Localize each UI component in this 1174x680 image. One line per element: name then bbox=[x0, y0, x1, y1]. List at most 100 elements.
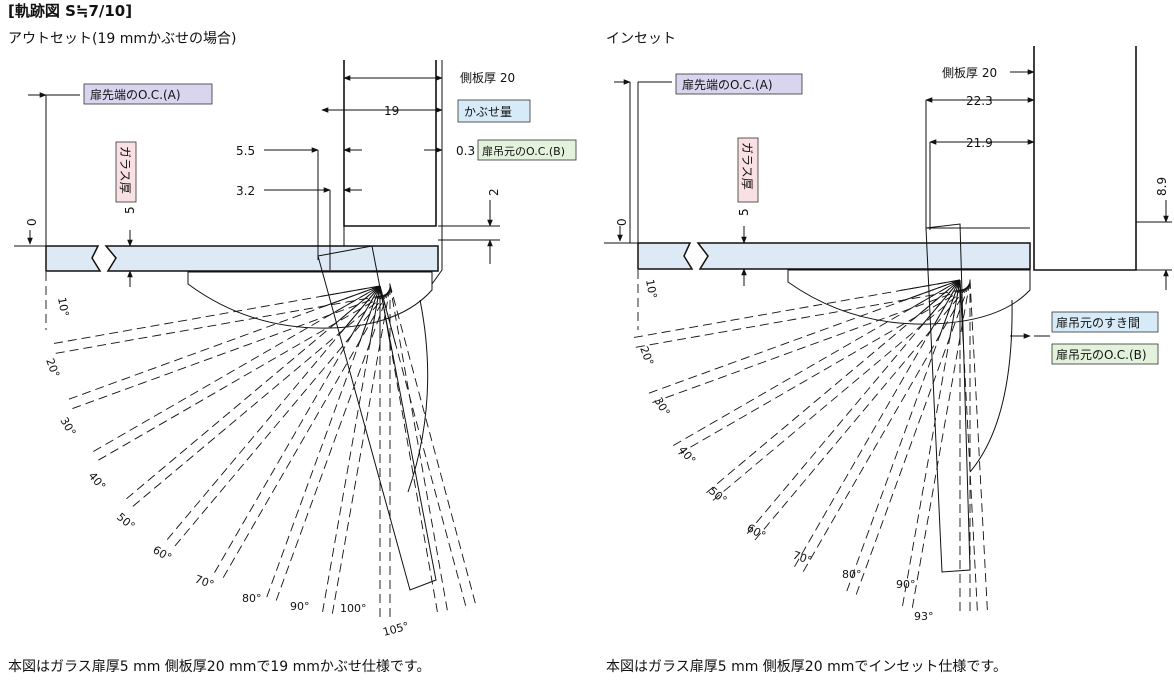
right-angle-40: 40° bbox=[676, 444, 698, 467]
left-side-panel-label: 側板厚 20 bbox=[460, 71, 515, 85]
left-sweeps-hub-10 bbox=[379, 285, 396, 345]
right-subtitle: インセット bbox=[606, 31, 676, 47]
left-angle-40: 40° bbox=[86, 470, 108, 493]
left-sweeps-line-b-10 bbox=[389, 283, 478, 609]
left-door-arc bbox=[407, 299, 429, 493]
right-open-door-outline bbox=[925, 223, 971, 573]
right-angle-90: 90° bbox=[896, 578, 916, 591]
left-sweeps-hub-4 bbox=[341, 285, 381, 333]
right-door-base-oc-label: 扉吊元のO.C.(B) bbox=[1056, 348, 1147, 362]
left-outset-diagram bbox=[14, 60, 500, 622]
left-dim-19: 19 bbox=[384, 104, 399, 118]
right-sweeps-hub-2 bbox=[907, 279, 961, 311]
right-door-tip-oc-box bbox=[675, 73, 803, 95]
right-angle-93: 93° bbox=[914, 610, 934, 623]
right-sweeps-hub-3 bbox=[913, 279, 961, 319]
right-glass-door-a bbox=[637, 242, 694, 270]
right-glass-thickness-label: ガラス厚 bbox=[740, 142, 754, 190]
left-door-base-oc-label: 扉吊元のO.C.(B) bbox=[482, 145, 565, 158]
right-sweeps-hub-7 bbox=[949, 279, 961, 340]
left-open-door-outline bbox=[317, 245, 437, 591]
right-door-base-oc-box bbox=[1051, 343, 1159, 365]
right-sweeps-hub-5 bbox=[929, 279, 961, 333]
left-angle-100: 100° bbox=[340, 602, 367, 615]
left-door-base-oc-box bbox=[477, 139, 577, 161]
left-sweeps-hub-2 bbox=[327, 285, 381, 317]
left-sweeps-hub-0 bbox=[320, 285, 381, 297]
right-sweeps-line-b-4 bbox=[752, 286, 969, 543]
left-angle-30: 30° bbox=[57, 415, 78, 438]
diagram-header: [軌跡図 S≒7/10] bbox=[8, 2, 133, 20]
right-dim-5: 5 bbox=[737, 208, 751, 216]
left-angle-labels: 10° 20° 30° 40° 50° 60° 70° 80° 90° 100°… bbox=[43, 296, 410, 639]
right-dim-21-9: 21.9 bbox=[966, 136, 993, 150]
right-sweeps-hub-6 bbox=[939, 279, 961, 337]
left-dim-3-2: 3.2 bbox=[236, 184, 255, 198]
right-sweeps-line-b-1 bbox=[649, 288, 964, 405]
left-sweeps-hub-3 bbox=[333, 285, 381, 325]
right-hinge-cup bbox=[787, 269, 1031, 325]
left-angle-70: 70° bbox=[193, 573, 216, 592]
left-dim-0-3: 0.3 bbox=[456, 144, 475, 158]
left-glass-door-a bbox=[45, 245, 102, 272]
right-dim-8-9: 8.9 bbox=[1155, 177, 1169, 196]
left-angle-10: 10° bbox=[55, 296, 71, 317]
left-sweeps-line-b-9 bbox=[389, 284, 449, 616]
right-footnote: 本図はガラス扉厚5 mm 側板厚20 mmでインセット仕様です。 bbox=[606, 659, 1007, 675]
left-sweeps-hub-5 bbox=[349, 285, 381, 339]
left-sweeps-line-b-1 bbox=[67, 294, 384, 411]
right-sweeps-line-b-9 bbox=[969, 279, 988, 614]
right-angle-30: 30° bbox=[651, 395, 672, 418]
right-angle-10: 10° bbox=[643, 278, 659, 299]
right-glass-door-b bbox=[696, 242, 1031, 270]
left-door-sweep-lines bbox=[49, 283, 478, 622]
left-dim-2: 2 bbox=[487, 188, 501, 196]
right-angle-50: 50° bbox=[706, 484, 729, 506]
left-door-tip-oc-label: 扉先端のO.C.(A) bbox=[90, 88, 181, 102]
right-sweeps-line-b-2 bbox=[675, 288, 966, 457]
right-angle-60: 60° bbox=[745, 521, 768, 542]
right-side-panel bbox=[1033, 46, 1137, 271]
left-dim-0: 0 bbox=[25, 218, 39, 226]
right-door-arc bbox=[969, 299, 1013, 473]
left-sweeps-hub-1 bbox=[323, 285, 381, 307]
left-sweeps-line-b-3 bbox=[128, 293, 387, 510]
right-dim-0: 0 bbox=[615, 218, 629, 226]
left-glass-door-b bbox=[104, 245, 439, 272]
left-footnote: 本図はガラス扉厚5 mm 側板厚20 mmで19 mmかぶせ仕様です。 bbox=[8, 659, 431, 675]
right-angle-80: 80° bbox=[842, 568, 862, 581]
left-sweeps-hub-7 bbox=[369, 285, 381, 346]
left-sweeps-line-b-2 bbox=[93, 294, 386, 464]
right-door-tip-oc-label: 扉先端のO.C.(A) bbox=[682, 78, 773, 92]
right-angle-labels: 10° 20° 30° 40° 50° 60° 70° 80° 90° 93° bbox=[637, 278, 933, 623]
right-door-base-gap-label: 扉吊元のすき間 bbox=[1056, 316, 1140, 330]
left-hinge-cup bbox=[187, 271, 433, 329]
left-angle-60: 60° bbox=[151, 543, 174, 564]
left-overlay-badge-box bbox=[457, 99, 531, 123]
right-sweeps-line-b-7 bbox=[911, 281, 971, 611]
left-panel-edge bbox=[431, 60, 443, 285]
right-door-base-gap-box bbox=[1051, 311, 1159, 333]
left-angle-105: 105° bbox=[381, 619, 410, 638]
left-sweeps-line-b-4 bbox=[171, 292, 389, 551]
right-glass-thickness-box bbox=[737, 137, 759, 203]
left-glass-thickness-box bbox=[115, 141, 137, 203]
left-dim-5-5: 5.5 bbox=[236, 144, 255, 158]
left-door-tip-oc-box bbox=[83, 83, 213, 105]
right-angle-20: 20° bbox=[637, 345, 656, 368]
left-angle-90: 90° bbox=[290, 600, 310, 613]
left-overlay-badge: かぶせ量 bbox=[464, 105, 512, 119]
right-inset-diagram bbox=[604, 46, 1172, 614]
right-side-panel-label: 側板厚 20 bbox=[942, 66, 997, 80]
right-angle-70: 70° bbox=[791, 549, 814, 568]
left-dim-5: 5 bbox=[123, 206, 137, 214]
right-dim-22-3: 22.3 bbox=[966, 94, 993, 108]
right-sweeps-line-b-3 bbox=[710, 287, 967, 503]
right-sweeps-hub-0 bbox=[900, 279, 961, 291]
right-sweeps-hub-1 bbox=[903, 279, 961, 301]
left-sweeps-hub-6 bbox=[359, 285, 381, 343]
left-glass-thickness-label: ガラス厚 bbox=[118, 146, 132, 194]
left-side-panel bbox=[343, 60, 437, 227]
left-angle-80: 80° bbox=[242, 592, 262, 605]
